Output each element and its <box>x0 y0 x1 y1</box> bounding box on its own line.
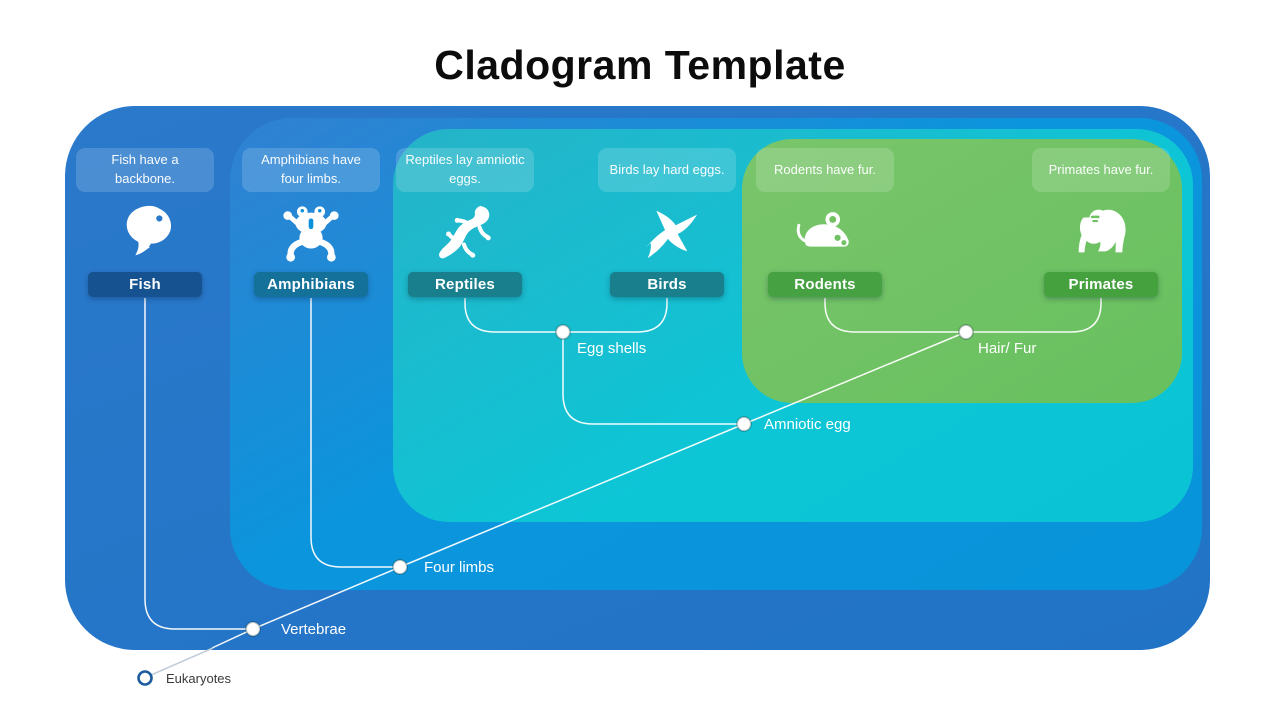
fish-icon <box>112 200 178 266</box>
frog-icon <box>278 200 344 266</box>
node-label-four-limbs: Four limbs <box>424 559 495 576</box>
label-badge-reptiles: Reptiles <box>408 272 522 297</box>
node-label-vertebrae: Vertebrae <box>281 621 347 638</box>
label-badge-amphibians: Amphibians <box>254 272 368 297</box>
caption-fish: Fish have a backbone. <box>76 148 214 192</box>
lizard-icon <box>432 200 498 266</box>
label-badge-primates: Primates <box>1044 272 1158 297</box>
caption-amphibians: Amphibians have four limbs. <box>242 148 380 192</box>
caption-rodents: Rodents have fur. <box>756 148 894 192</box>
node-label-hair-fur: Hair/ Fur <box>978 340 1037 357</box>
label-badge-rodents: Rodents <box>768 272 882 297</box>
mouse-icon <box>792 200 858 266</box>
node-label-eukaryotes: Eukaryotes <box>166 671 232 686</box>
node-eukaryotes <box>137 670 153 686</box>
caption-birds: Birds lay hard eggs. <box>598 148 736 192</box>
gorilla-icon <box>1068 200 1134 266</box>
label-badge-birds: Birds <box>610 272 724 297</box>
node-label-egg-shells: Egg shells <box>577 340 647 357</box>
caption-reptiles: Reptiles lay amniotic eggs. <box>396 148 534 192</box>
bird-icon <box>634 200 700 266</box>
node-label-amniotic-egg: Amniotic egg <box>764 416 851 433</box>
label-badge-fish: Fish <box>88 272 202 297</box>
caption-primates: Primates have fur. <box>1032 148 1170 192</box>
page-title: Cladogram Template <box>434 42 846 88</box>
